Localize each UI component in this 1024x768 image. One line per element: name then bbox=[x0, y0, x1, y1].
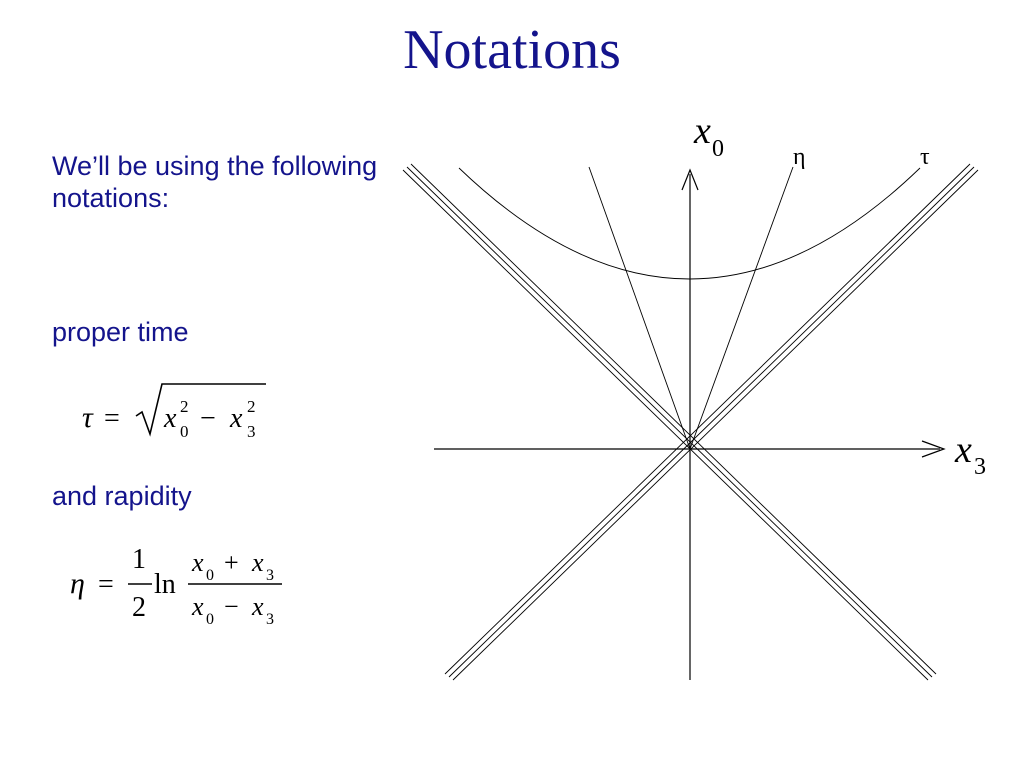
x-var: x bbox=[191, 592, 204, 621]
equals-sign: = bbox=[98, 569, 114, 600]
x3-axis-subscript: 3 bbox=[974, 454, 986, 480]
tau-hyperbola bbox=[458, 167, 921, 280]
x3-axis-arrow bbox=[921, 440, 946, 458]
subscript: 3 bbox=[247, 422, 256, 441]
superscript: 2 bbox=[180, 397, 189, 416]
minkowski-diagram: x 0 x 3 η τ bbox=[402, 110, 986, 681]
superscript: 2 bbox=[247, 397, 256, 416]
tau-symbol: τ bbox=[82, 401, 94, 434]
eta-label: η bbox=[793, 144, 806, 170]
plus-sign: + bbox=[224, 548, 239, 577]
rapidity-formula: η = 1 2 ln x 0 + x 3 x 0 − x 3 bbox=[70, 544, 282, 628]
eta-line-right bbox=[689, 166, 794, 450]
slide-title: Notations bbox=[403, 19, 621, 81]
fraction-denominator: 2 bbox=[132, 592, 146, 623]
sqrt-sign bbox=[135, 383, 266, 437]
fraction-numerator: 1 bbox=[132, 544, 146, 575]
eta-line-left bbox=[588, 166, 691, 450]
light-cone-right bbox=[444, 163, 979, 681]
minus-sign: − bbox=[224, 592, 239, 621]
subscript: 0 bbox=[206, 567, 214, 584]
minus-sign: − bbox=[200, 403, 216, 434]
x0-axis-label: x bbox=[693, 110, 711, 152]
subscript: 3 bbox=[266, 567, 274, 584]
x-var: x bbox=[229, 403, 243, 434]
x-var: x bbox=[191, 548, 204, 577]
subscript: 0 bbox=[206, 611, 214, 628]
x-var: x bbox=[163, 403, 177, 434]
light-cone-left bbox=[402, 163, 937, 681]
equals-sign: = bbox=[104, 403, 120, 434]
subscript: 3 bbox=[266, 611, 274, 628]
proper-time-label: proper time bbox=[52, 317, 189, 347]
eta-symbol: η bbox=[70, 567, 85, 600]
intro-text: We’ll be using the following notations: bbox=[52, 151, 378, 214]
x-var: x bbox=[251, 548, 264, 577]
subscript: 0 bbox=[180, 422, 189, 441]
proper-time-formula: τ = x 2 0 − x 2 3 bbox=[82, 383, 266, 441]
tau-label: τ bbox=[920, 144, 930, 170]
x-var: x bbox=[251, 592, 264, 621]
rapidity-label: and rapidity bbox=[52, 481, 192, 511]
ln-function: ln bbox=[154, 569, 176, 600]
x0-axis-arrow bbox=[681, 168, 699, 191]
x0-axis-subscript: 0 bbox=[712, 136, 724, 162]
x3-axis-label: x bbox=[954, 429, 972, 471]
